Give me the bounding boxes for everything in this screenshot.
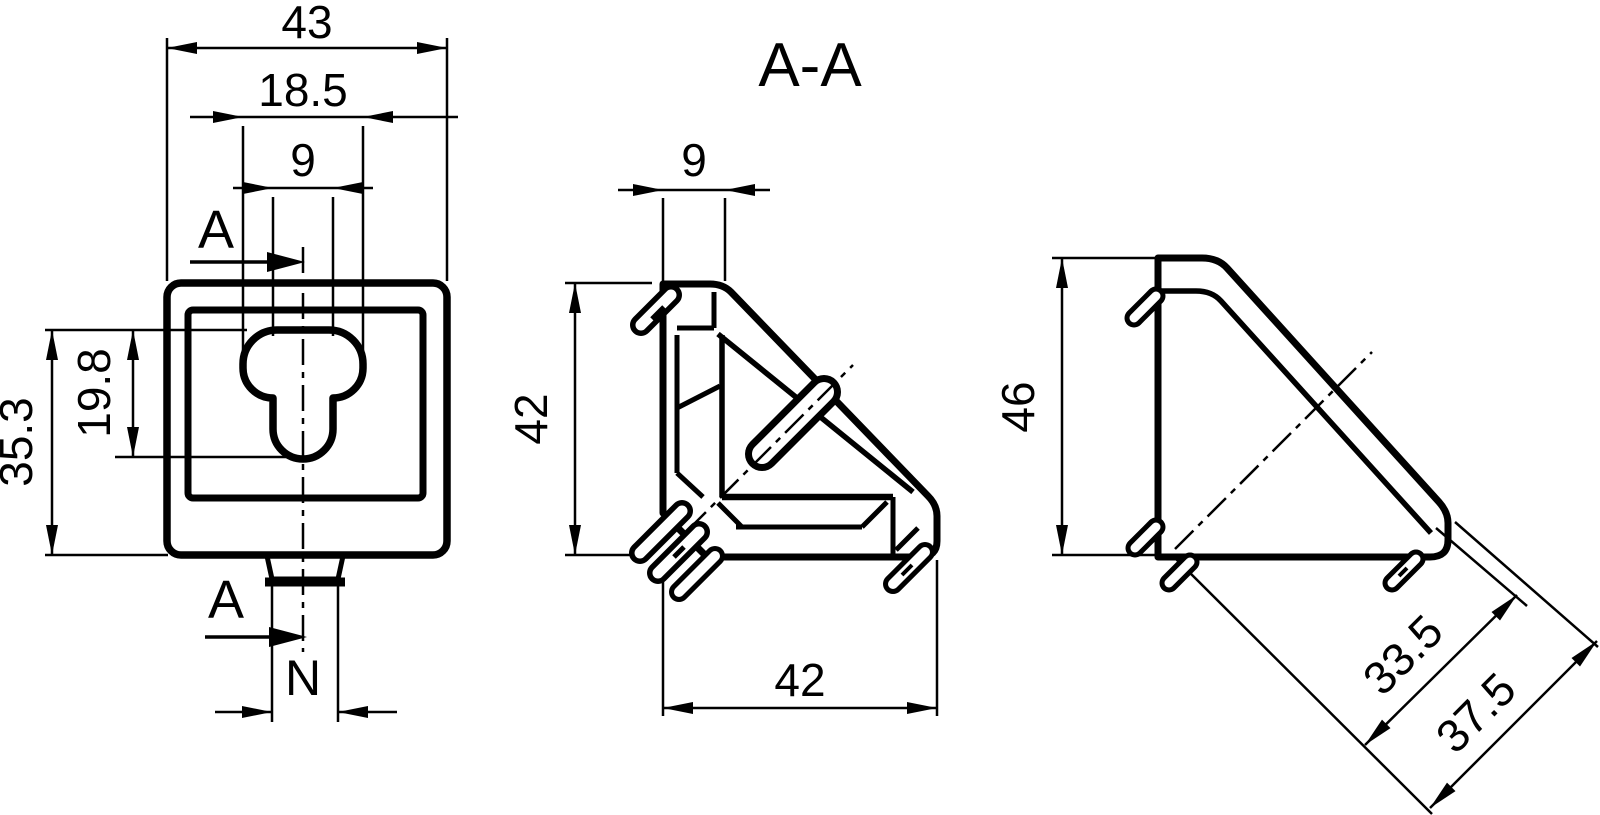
section-geometry (629, 280, 941, 602)
side-clip-tabs (1124, 286, 1426, 593)
dim-diagonal-outer-label: 37.5 (1426, 663, 1526, 763)
section-dimension-lines (569, 184, 937, 714)
section-title-label: A-A (758, 31, 862, 100)
dim-side-height-label: 46 (992, 381, 1044, 432)
front-dimension-lines (46, 42, 458, 718)
side-inner-plate-edge (1158, 288, 1434, 535)
section-diagonal-centerline (654, 364, 854, 564)
dim-section-width-label: 42 (774, 654, 825, 706)
dim-diagonal-inner-label: 33.5 (1353, 605, 1453, 705)
snap-hooks (629, 284, 935, 602)
side-view: 46 33.5 37.5 (992, 254, 1599, 815)
side-labels: 46 33.5 37.5 (992, 381, 1526, 762)
front-view: 43 18.5 9 35.3 19.8 N A A (0, 0, 458, 722)
section-marker-top-label: A (198, 200, 234, 260)
dim-slot-inner-width-label: 9 (290, 134, 316, 186)
dim-section-height-label: 42 (505, 393, 557, 444)
dim-total-width-label: 43 (281, 0, 332, 48)
dim-total-height-label: 35.3 (0, 397, 42, 487)
front-labels: 43 18.5 9 35.3 19.8 N A A (0, 0, 348, 706)
bottom-tab (264, 555, 346, 582)
side-dimension-lines (1056, 258, 1598, 809)
section-labels: A-A 9 42 42 (505, 31, 862, 706)
bracket-outer-face (163, 279, 451, 559)
side-geometry (1124, 254, 1452, 593)
dim-slot-height-label: 19.8 (68, 348, 120, 438)
bracket-inner-face (184, 306, 427, 502)
side-outer-contour (1154, 254, 1452, 561)
section-marker-bottom-label: A (208, 570, 244, 630)
keyhole-slot (239, 326, 367, 463)
side-diagonal-centerline (1174, 351, 1373, 550)
section-cut-markers (190, 252, 307, 647)
section-view: A-A 9 42 42 (505, 31, 941, 716)
dim-slot-outer-width-label: 18.5 (258, 64, 348, 116)
dim-tab-width-label: N (285, 650, 321, 706)
front-geometry (163, 279, 451, 587)
gusset-oblong-slot (745, 375, 841, 471)
dim-wall-thickness-label: 9 (681, 134, 707, 186)
